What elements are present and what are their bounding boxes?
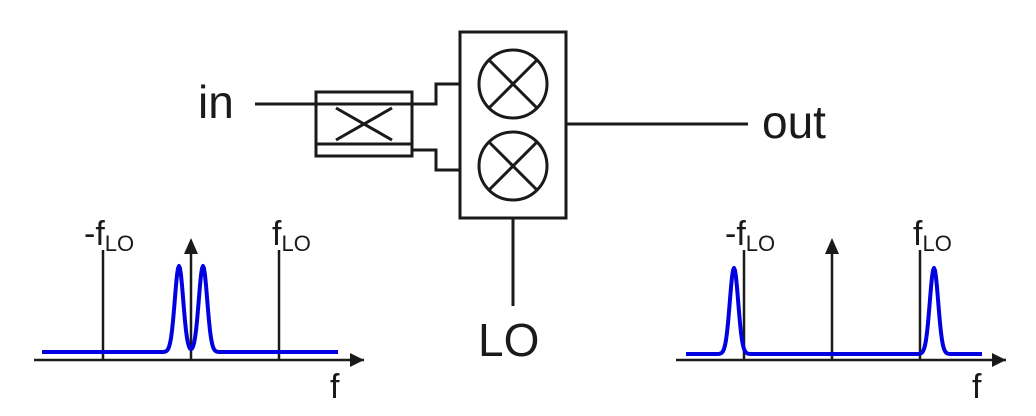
output-neg-lo-subscript: LO [746,231,775,256]
input-spectrum: -fLO fLO f [34,215,364,406]
lower-mixer-icon [477,130,549,202]
output-neg-lo-label: -f [725,215,746,253]
input-spectrum-trace [41,264,339,354]
input-neg-lo-label: -f [84,215,105,253]
input-frequency-label: f [330,368,340,406]
lo-label: LO [478,314,539,366]
output-pos-lo-label: f [913,215,923,253]
svg-text:-fLO: -fLO [84,215,134,256]
output-spectrum-trace [685,266,983,356]
upper-mixer-icon [477,48,549,120]
svg-text:fLO: fLO [913,215,952,256]
input-label: in [198,76,234,128]
hybrid-to-mixer-wires [412,82,460,172]
input-pos-lo-subscript: LO [281,231,310,256]
svg-text:fLO: fLO [272,215,311,256]
hybrid-cross-icon [335,106,393,142]
input-neg-lo-subscript: LO [105,231,134,256]
mixer-block [458,30,568,220]
output-frequency-label: f [972,368,982,406]
output-label: out [762,96,826,148]
output-spectrum: -fLO fLO f [676,215,1006,406]
input-pos-lo-label: f [272,215,282,253]
output-pos-lo-subscript: LO [922,231,951,256]
svg-text:-fLO: -fLO [725,215,775,256]
quadrature-hybrid [314,90,414,158]
